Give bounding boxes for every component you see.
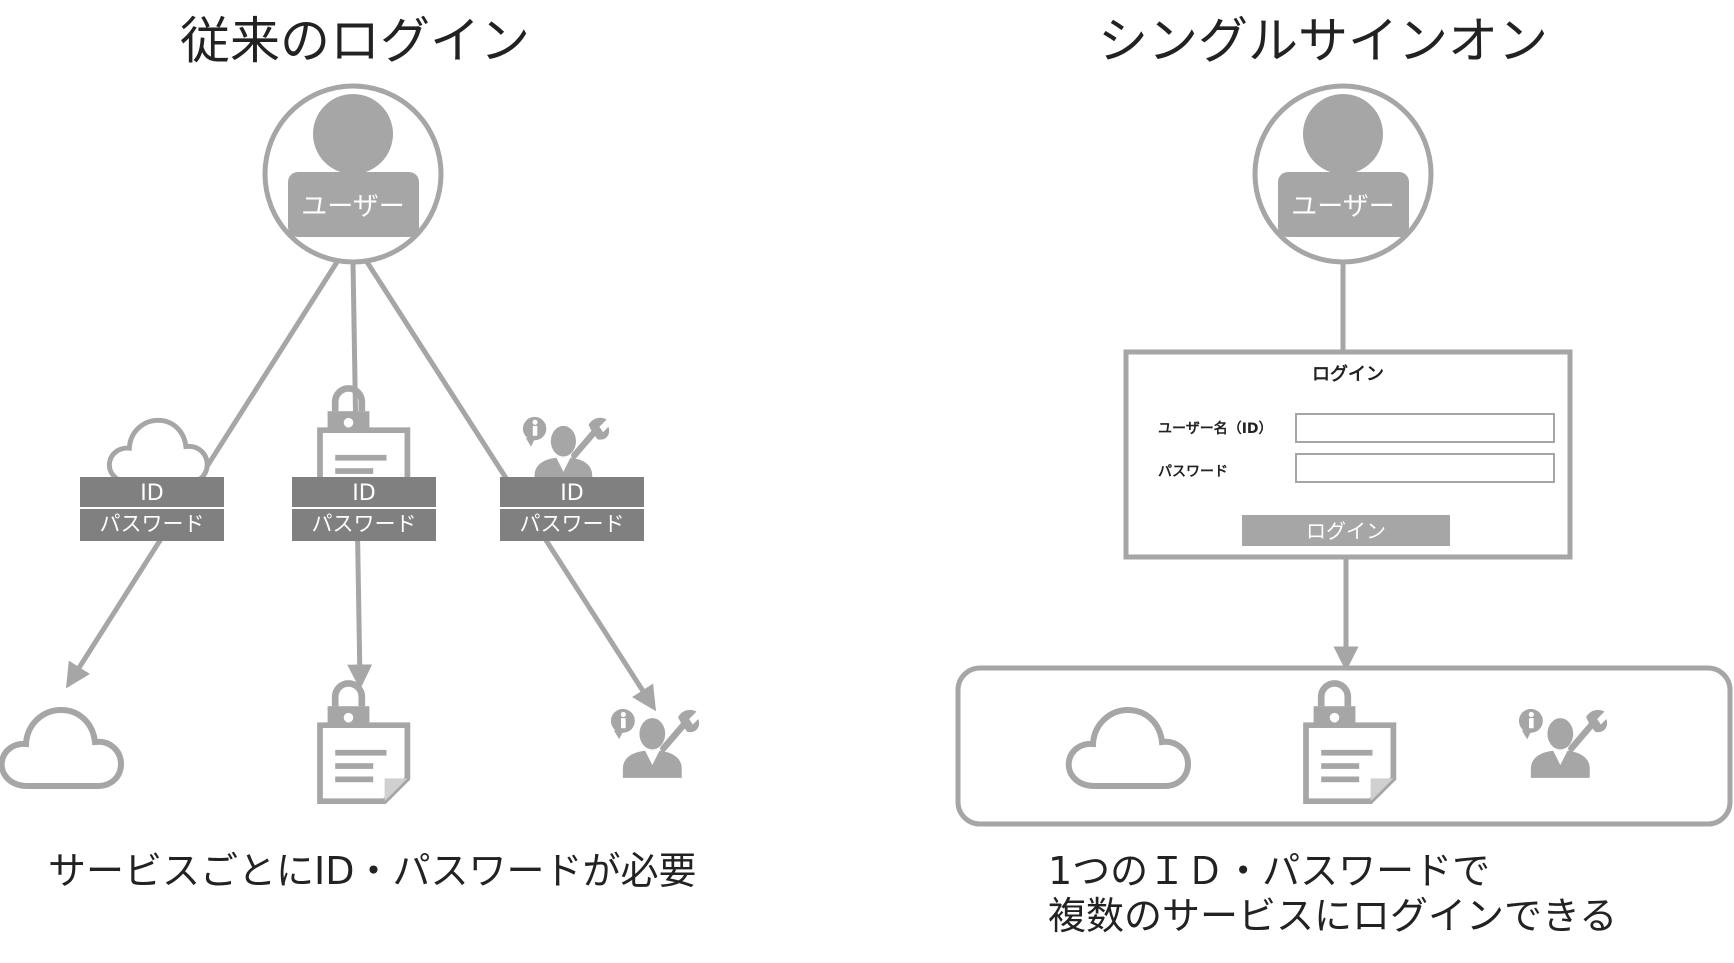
user-icon bbox=[262, 83, 444, 265]
support-person-icon bbox=[523, 417, 609, 485]
right-caption-line-1: 1つのＩＤ・パスワードで bbox=[1048, 849, 1490, 893]
credential-box: ID パスワード bbox=[500, 477, 644, 541]
login-form-title: ログイン bbox=[1312, 363, 1384, 385]
left-title: 従来のログイン bbox=[180, 12, 530, 70]
login-button-label: ログイン bbox=[1306, 519, 1386, 543]
password-field[interactable] bbox=[1295, 453, 1555, 483]
left-caption: サービスごとにID・パスワードが必要 bbox=[48, 849, 696, 893]
credential-box: ID パスワード bbox=[80, 477, 224, 541]
user-label: ユーザー bbox=[301, 192, 404, 222]
login-button[interactable]: ログイン bbox=[1242, 515, 1450, 546]
user-label: ユーザー bbox=[1291, 192, 1394, 222]
password-label: パスワード bbox=[1158, 464, 1228, 480]
id-label: ID bbox=[140, 481, 163, 506]
cloud-icon bbox=[109, 420, 207, 482]
id-label: ID bbox=[560, 481, 583, 506]
right-caption-line-2: 複数のサービスにログインできる bbox=[1048, 894, 1617, 938]
username-label: ユーザー名（ID） bbox=[1158, 420, 1273, 437]
password-label: パスワード bbox=[100, 512, 205, 536]
password-label: パスワード bbox=[312, 512, 417, 536]
username-field[interactable] bbox=[1295, 413, 1555, 443]
credential-box: ID パスワード bbox=[292, 477, 436, 541]
id-label: ID bbox=[352, 481, 375, 506]
support-person-icon bbox=[611, 709, 699, 778]
locked-document-icon bbox=[320, 683, 407, 801]
right-title: シングルサインオン bbox=[1098, 12, 1548, 70]
cloud-icon bbox=[2, 710, 121, 786]
user-icon bbox=[1252, 83, 1434, 265]
password-label: パスワード bbox=[520, 512, 625, 536]
